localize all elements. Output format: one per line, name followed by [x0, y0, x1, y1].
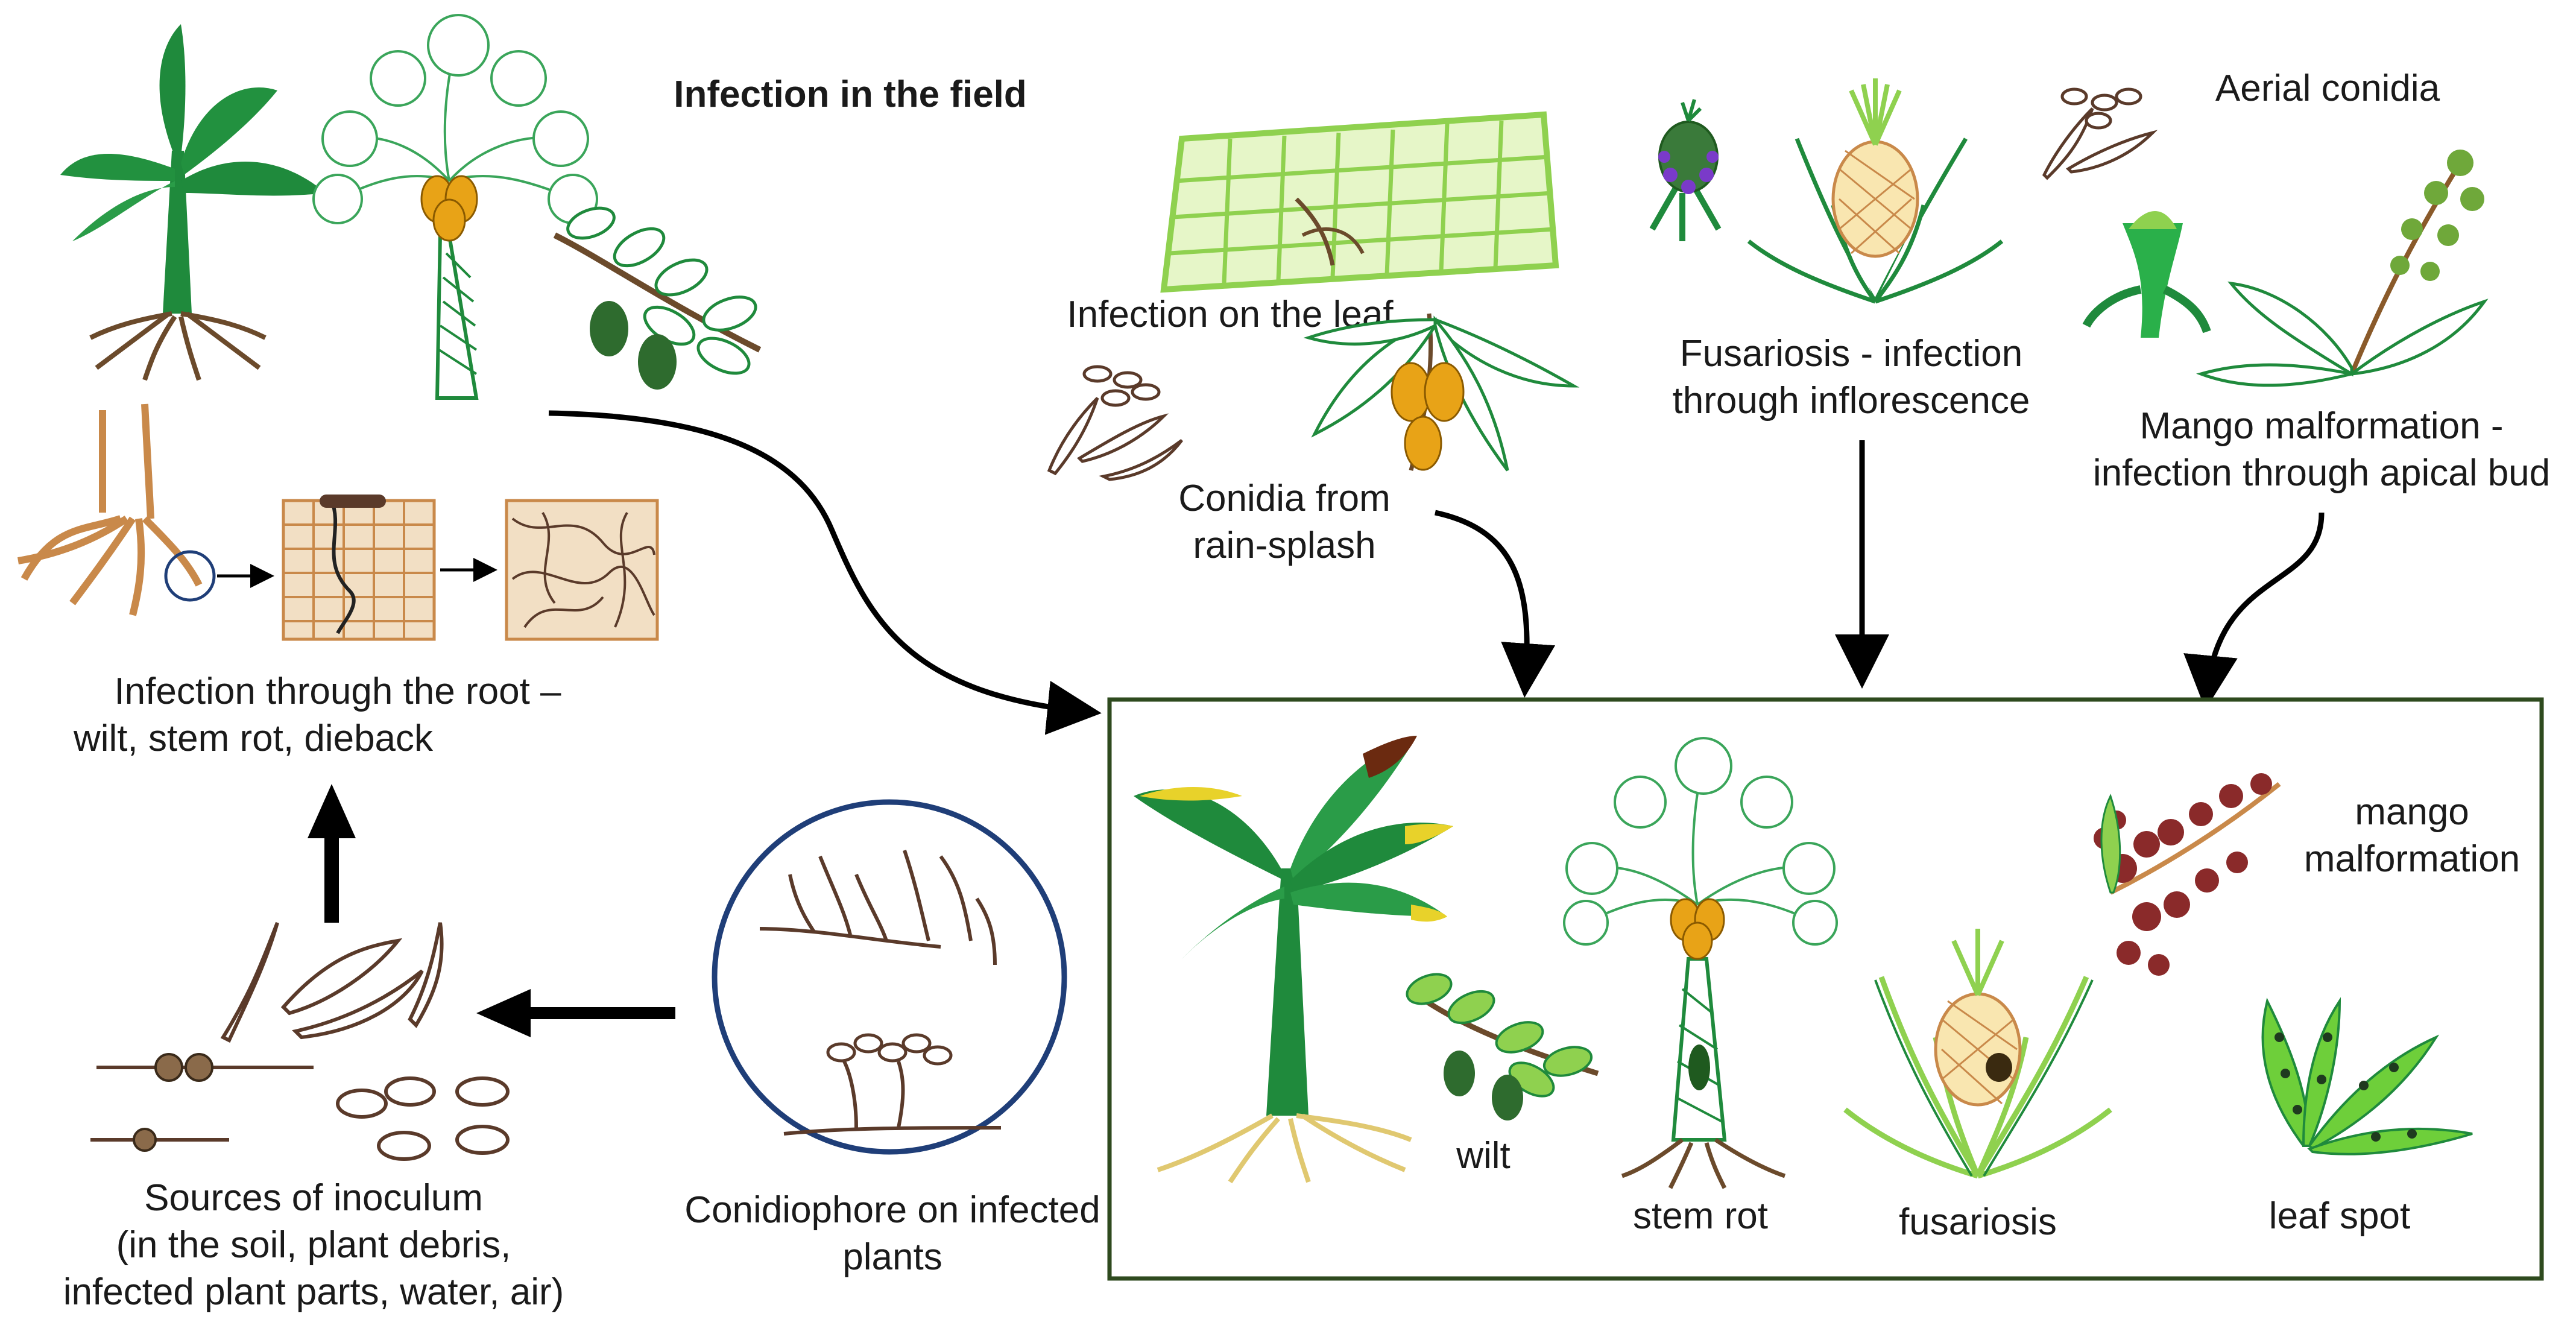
- leaf-tissue-infection-icon: [1160, 111, 1559, 293]
- symptoms-box: [1107, 697, 2544, 1281]
- conidiophore-circle: [712, 799, 1067, 1155]
- mango-symptom-label-line1: mango: [2355, 791, 2469, 833]
- root-infection-label-line2: wilt, stem rot, dieback: [73, 718, 434, 759]
- stem-rot-papaya-icon: [1563, 737, 1838, 1189]
- chlamydospore-hyphae-icon: [90, 1053, 314, 1152]
- fusariosis-label-line1: Fusariosis - infection: [1679, 333, 2023, 375]
- fusariosis-label-line2: through inflorescence: [1672, 380, 2030, 422]
- rain-splash-arrow: [1435, 510, 1556, 698]
- apical-bud-icon: [2082, 211, 2211, 338]
- pineapple-plant-icon: [1747, 78, 2004, 304]
- mango-malformation-arrow: [2183, 512, 2325, 710]
- malformed-mango-panicle-icon: [2094, 773, 2281, 976]
- leaf-spot-label: leaf spot: [2268, 1195, 2411, 1237]
- stem-rot-label: stem rot: [1633, 1195, 1768, 1237]
- banana-plant-icon: [60, 24, 326, 381]
- aerial-conidia-label: Aerial conidia: [2215, 68, 2440, 109]
- sources-label-line2: (in the soil, plant debris,: [116, 1224, 511, 1266]
- root-infection-label-line1: Infection through the root –: [114, 671, 561, 712]
- macroconidia-icon: [220, 921, 444, 1043]
- diagram-title: Infection in the field: [674, 74, 1027, 115]
- papaya-tree-icon: [312, 14, 598, 400]
- leaf-spot-icon: [2261, 997, 2473, 1155]
- mango-malformation-label-line1: Mango malformation -: [2139, 405, 2504, 447]
- root-tissue-infection-icon: [282, 495, 436, 641]
- sources-label-line1: Sources of inoculum: [144, 1177, 483, 1219]
- conidiophore-to-sources-arrow: [476, 989, 675, 1037]
- avocado-branch-icon: [553, 206, 762, 390]
- colonized-tissue-icon: [505, 499, 659, 641]
- root-to-symptoms-arrow: [548, 410, 1102, 735]
- root-zoom-circle: [164, 550, 216, 602]
- rain-splash-conidia-icon: [1047, 365, 1183, 481]
- fusariosis-pineapple-icon: [1843, 929, 2112, 1179]
- inoculum-to-root-arrow: [308, 784, 356, 923]
- mango-branch-icon: [1303, 313, 1580, 472]
- mango-malformation-label-line2: infection through apical bud: [2092, 452, 2551, 494]
- conidiophore-label-line1: Conidiophore on infected: [684, 1189, 1100, 1231]
- microconidia-icon: [336, 1076, 510, 1161]
- infected-root-icon: [17, 403, 203, 616]
- sources-label-line3: infected plant parts, water, air): [63, 1271, 564, 1313]
- pineapple-flower-icon: [1649, 99, 1722, 241]
- conidiophore-label-line2: plants: [842, 1236, 942, 1278]
- rain-splash-label-line2: rain-splash: [1193, 525, 1376, 566]
- mango-symptom-label-line2: malformation: [2303, 838, 2521, 880]
- rain-splash-label-line1: Conidia from: [1178, 478, 1391, 519]
- aerial-conidia-icon: [2042, 87, 2158, 180]
- wilt-label: wilt: [1456, 1135, 1511, 1177]
- wilted-avocado-icon: [1406, 973, 1599, 1120]
- diseased-banana-icon: [1134, 736, 1453, 1184]
- mango-panicle-icon: [2196, 150, 2489, 387]
- fusariosis-symptom-label: fusariosis: [1899, 1201, 2057, 1243]
